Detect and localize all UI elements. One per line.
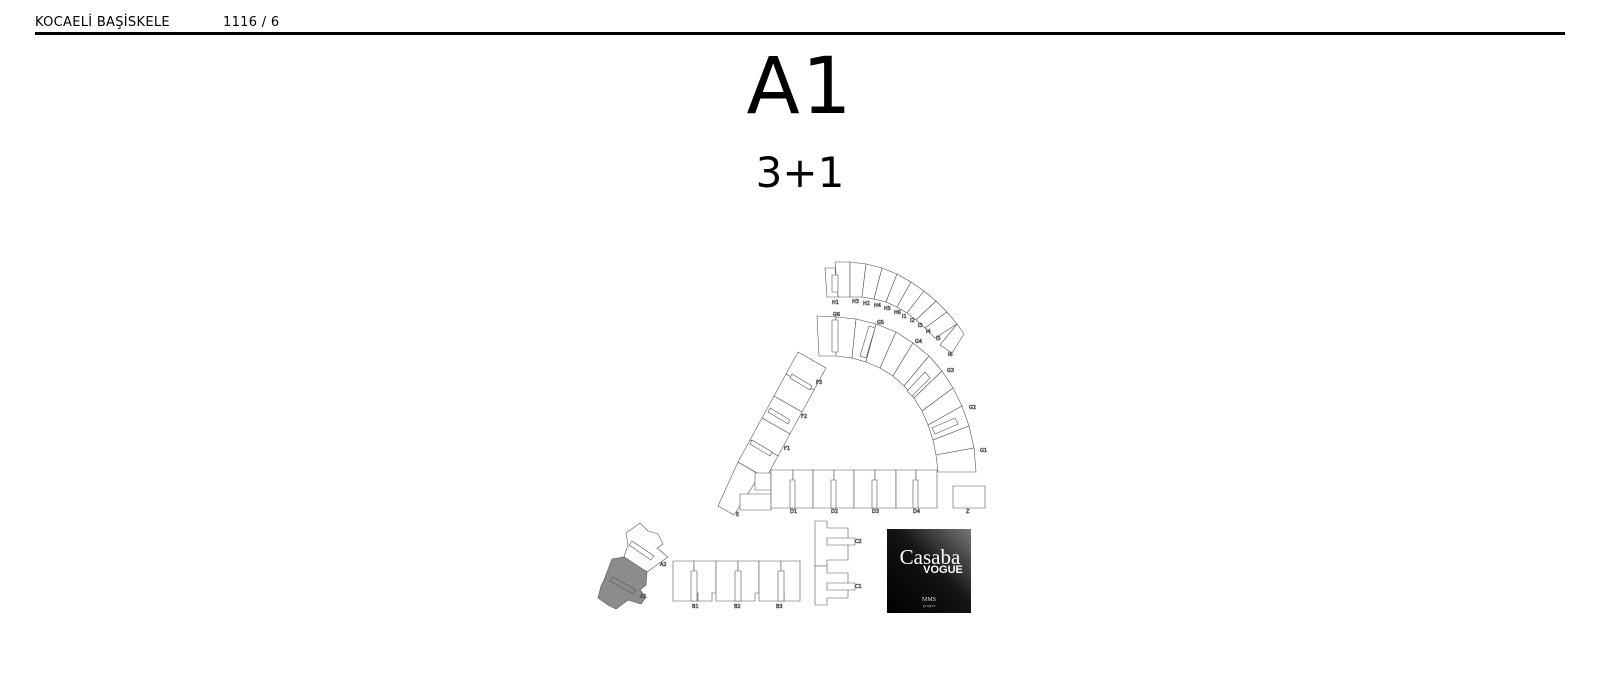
label-f2: F2 xyxy=(801,414,807,420)
label-h6: H6 xyxy=(894,310,901,316)
header-divider xyxy=(35,32,1565,35)
logo-line-3: MMS xyxy=(922,597,936,603)
labels-a: A2 A1 xyxy=(640,562,667,601)
label-b1: B1 xyxy=(692,604,699,610)
label-h1: H1 xyxy=(832,300,839,306)
label-g2: G2 xyxy=(969,405,976,411)
label-g4: G4 xyxy=(915,339,922,345)
label-a2: A2 xyxy=(660,562,667,568)
label-i2: I2 xyxy=(910,318,915,324)
label-g5: G5 xyxy=(877,320,884,326)
label-d1: D1 xyxy=(790,509,797,515)
label-h4: H4 xyxy=(874,303,881,309)
labels-f: F3 F2 F1 xyxy=(784,380,823,453)
block-f xyxy=(717,351,827,516)
label-g1: G1 xyxy=(980,448,987,454)
logo-line-4: project xyxy=(923,603,936,608)
labels-c: C2 C1 xyxy=(855,539,862,591)
location-label: KOCAELİ BAŞİSKELE xyxy=(35,15,170,30)
label-g3: G3 xyxy=(947,368,954,374)
block-e-d xyxy=(739,469,986,511)
label-f1: F1 xyxy=(784,446,790,452)
logo-line-2: VOGUE xyxy=(923,564,963,576)
block-c xyxy=(814,520,856,606)
label-i4: I4 xyxy=(926,329,931,335)
label-c1: C1 xyxy=(855,584,862,590)
unit-type: 3+1 xyxy=(755,148,845,197)
casaba-vogue-logo: Casaba VOGUE MMS project xyxy=(887,529,971,613)
block-title: A1 xyxy=(746,42,854,132)
label-h2: H2 xyxy=(863,301,870,307)
logo-line-1: Casaba xyxy=(900,545,961,569)
label-d3: D3 xyxy=(872,509,879,515)
block-h-i-arc xyxy=(824,261,965,354)
labels-e-d: E D1 D2 D3 D4 Z xyxy=(736,509,971,519)
block-b xyxy=(672,560,801,602)
label-h5: H5 xyxy=(884,306,891,312)
block-g-arc xyxy=(816,315,977,473)
label-b3: B3 xyxy=(776,604,783,610)
label-d4: D4 xyxy=(913,509,920,515)
label-i1: I1 xyxy=(902,314,907,320)
block-a xyxy=(597,522,669,610)
page-reference: 1116 / 6 xyxy=(223,15,280,30)
labels-g: G6 G5 G4 G3 G2 G1 xyxy=(833,312,988,455)
labels-b: B1 B2 B3 xyxy=(692,604,783,611)
label-e: E xyxy=(736,512,739,518)
label-z: Z xyxy=(966,509,970,515)
label-d2: D2 xyxy=(831,509,838,515)
label-i3: I3 xyxy=(918,323,923,329)
labels-h-i: H1 H3 H2 H4 H5 H6 I1 I2 I3 I4 I5 I6 xyxy=(832,299,953,359)
label-g6: G6 xyxy=(833,312,840,318)
label-c2: C2 xyxy=(855,539,862,545)
label-b2: B2 xyxy=(734,604,741,610)
page-header: KOCAELİ BAŞİSKELE 1116 / 6 xyxy=(35,14,1565,34)
label-a1: A1 xyxy=(640,594,647,600)
label-i6: I6 xyxy=(948,352,953,358)
label-i5: I5 xyxy=(936,336,941,342)
label-h3: H3 xyxy=(852,299,859,305)
label-f3: F3 xyxy=(816,380,822,386)
